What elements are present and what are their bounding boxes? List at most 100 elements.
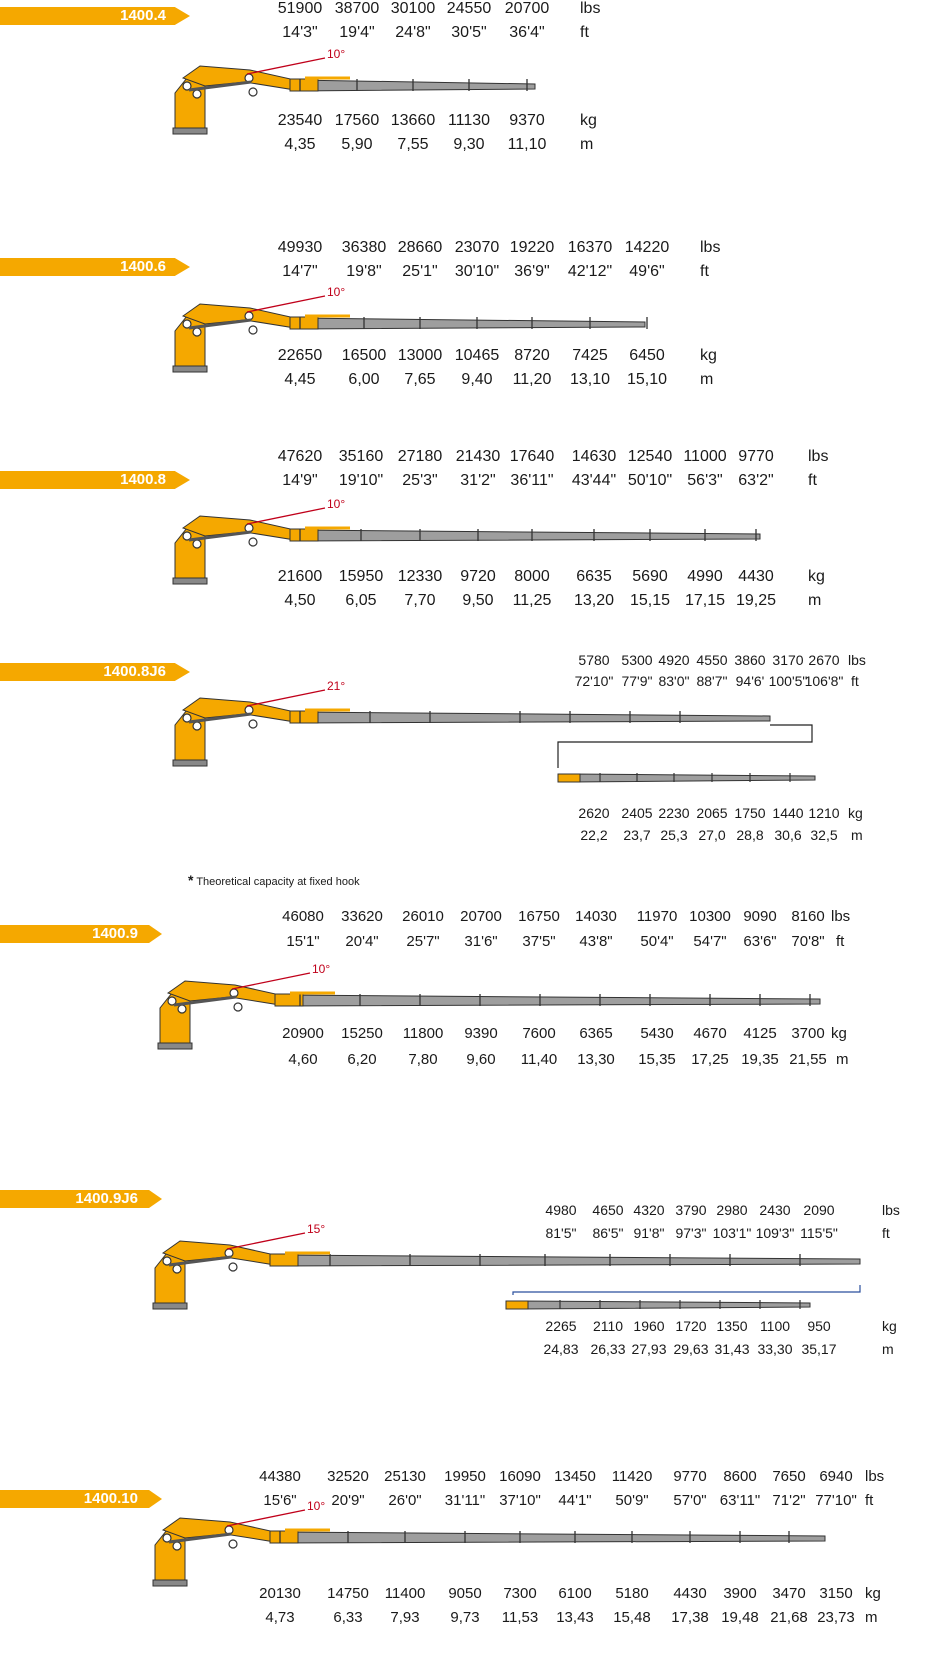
ft-value: 77'9" xyxy=(621,673,653,689)
kg-value: 11800 xyxy=(402,1025,444,1042)
ft-value: 19'10" xyxy=(338,472,384,489)
m-value: 11,53 xyxy=(501,1609,539,1626)
lbs-unit: lbs xyxy=(848,652,866,668)
m-value: 23,7 xyxy=(623,827,651,843)
kg-value: 1720 xyxy=(675,1318,707,1334)
kg-value: 14750 xyxy=(327,1585,369,1602)
kg-value: 12330 xyxy=(397,568,443,585)
lbs-value: 36380 xyxy=(341,239,387,256)
kg-value: 6365 xyxy=(579,1025,613,1042)
kg-value: 13660 xyxy=(390,112,436,129)
lbs-value: 16370 xyxy=(567,239,613,256)
lbs-value: 2670 xyxy=(808,652,840,668)
m-value: 27,0 xyxy=(698,827,726,843)
m-value: 11,10 xyxy=(507,136,547,153)
kg-value: 2230 xyxy=(658,805,690,821)
ft-value: 81'5" xyxy=(545,1225,577,1241)
kg-value: 5180 xyxy=(615,1585,649,1602)
lbs-value: 23070 xyxy=(454,239,500,256)
kg-value: 1100 xyxy=(759,1318,791,1334)
m-value: 7,65 xyxy=(404,371,436,388)
m-value: 4,45 xyxy=(284,371,316,388)
lbs-value: 20700 xyxy=(504,0,550,17)
pivot-pin xyxy=(182,713,192,723)
ft-value: 88'7" xyxy=(696,673,728,689)
m-value: 15,15 xyxy=(629,592,671,609)
jib-head xyxy=(557,773,581,783)
lift-cylinder xyxy=(188,318,252,330)
m-value: 15,10 xyxy=(626,371,668,388)
angle-label: 15° xyxy=(307,1222,325,1236)
lbs-value: 32520 xyxy=(327,1468,369,1485)
ft-unit: ft xyxy=(851,673,859,689)
boom-head xyxy=(289,78,319,92)
ft-value: 19'4" xyxy=(339,24,375,41)
ft-value: 20'9" xyxy=(331,1492,365,1509)
jib-head xyxy=(505,1300,529,1310)
lbs-value: 8600 xyxy=(723,1468,757,1485)
ft-value: 30'10" xyxy=(454,263,500,280)
m-value: 28,8 xyxy=(736,827,764,843)
kg-value: 2110 xyxy=(592,1318,624,1334)
lbs-value: 11970 xyxy=(636,908,678,925)
pivot-pin xyxy=(248,537,258,547)
lbs-value: 30100 xyxy=(390,0,436,17)
ft-value: 42'12" xyxy=(567,263,613,280)
m-value: 11,40 xyxy=(520,1051,558,1068)
lift-cylinder xyxy=(188,712,252,724)
m-value: 33,30 xyxy=(757,1341,793,1357)
lbs-value: 3790 xyxy=(675,1202,707,1218)
crane-base xyxy=(152,1579,188,1587)
kg-value: 21600 xyxy=(277,568,323,585)
ft-value: 49'6" xyxy=(629,263,665,280)
m-unit: m xyxy=(865,1609,878,1626)
ft-value: 15'1" xyxy=(286,933,320,950)
ft-value: 19'8" xyxy=(346,263,382,280)
angle-line xyxy=(226,1509,306,1527)
angle-label: 10° xyxy=(312,962,330,976)
lbs-unit: lbs xyxy=(831,908,851,925)
ft-value: 37'5" xyxy=(522,933,556,950)
lbs-value: 7650 xyxy=(772,1468,806,1485)
m-unit: m xyxy=(851,827,863,843)
kg-value: 6450 xyxy=(629,347,665,364)
lift-cylinder xyxy=(173,995,237,1007)
lbs-value: 49930 xyxy=(277,239,323,256)
ft-value: 14'9" xyxy=(282,472,318,489)
kg-unit: kg xyxy=(882,1318,897,1334)
kg-value: 9370 xyxy=(509,112,545,129)
lbs-unit: lbs xyxy=(882,1202,900,1218)
lbs-value: 2980 xyxy=(716,1202,748,1218)
model-tag: 1400.9J6 xyxy=(0,1190,162,1208)
ft-value: 103'1" xyxy=(712,1225,752,1241)
model-tag: 1400.8 xyxy=(0,471,190,489)
m-value: 32,5 xyxy=(810,827,838,843)
lbs-unit: lbs xyxy=(700,239,721,256)
m-value: 13,43 xyxy=(556,1609,594,1626)
model-tag: 1400.8J6 xyxy=(0,663,190,681)
ft-value: 26'0" xyxy=(388,1492,422,1509)
m-value: 17,38 xyxy=(671,1609,709,1626)
kg-value: 3700 xyxy=(791,1025,825,1042)
kg-unit: kg xyxy=(831,1025,847,1042)
pivot-pin xyxy=(162,1256,172,1266)
angle-line xyxy=(246,507,326,525)
kg-value: 11130 xyxy=(447,112,491,129)
kg-value: 17560 xyxy=(334,112,380,129)
ft-value: 109'3" xyxy=(755,1225,795,1241)
lbs-value: 25130 xyxy=(384,1468,426,1485)
model-tag: 1400.9 xyxy=(0,925,162,943)
ft-value: 36'11" xyxy=(510,472,554,489)
lbs-value: 11000 xyxy=(683,448,727,465)
m-value: 21,68 xyxy=(770,1609,808,1626)
model-tag: 1400.10 xyxy=(0,1490,162,1508)
angle-label: 10° xyxy=(327,47,345,61)
ft-value: 50'4" xyxy=(640,933,674,950)
ft-value: 31'2" xyxy=(460,472,496,489)
kg-value: 9720 xyxy=(460,568,496,585)
lbs-value: 4650 xyxy=(592,1202,624,1218)
kg-value: 5690 xyxy=(632,568,668,585)
m-value: 9,60 xyxy=(466,1051,496,1068)
kg-value: 6100 xyxy=(558,1585,592,1602)
